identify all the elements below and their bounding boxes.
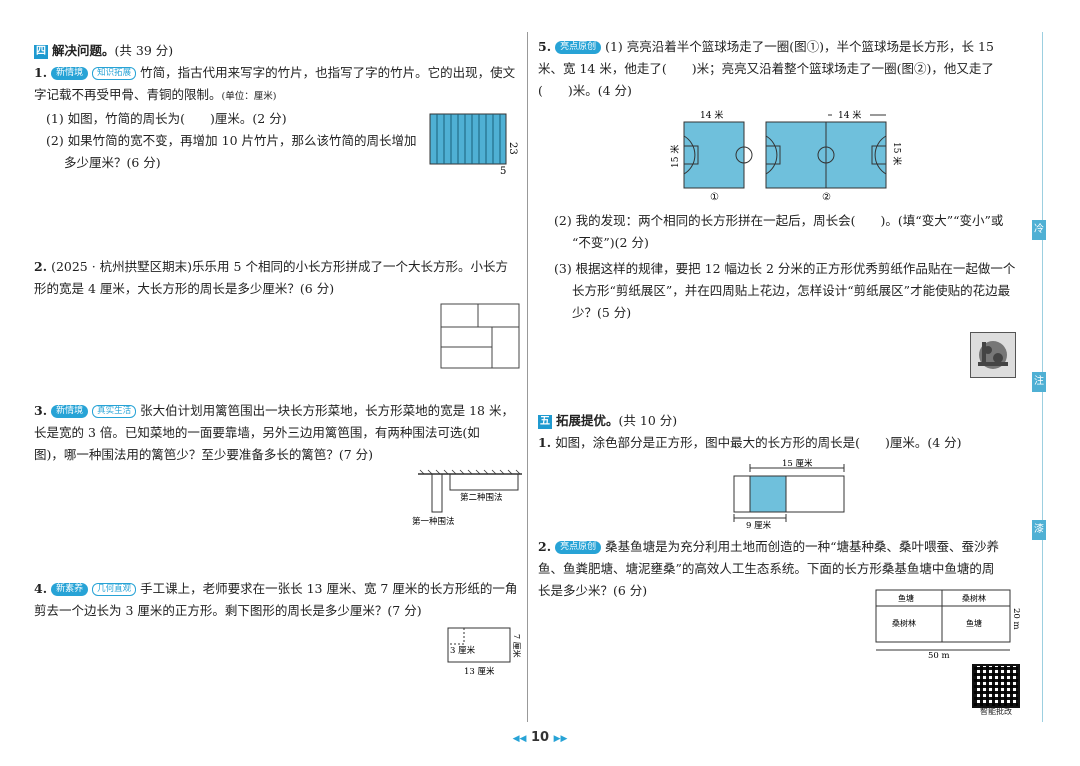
court2-top-label: 14 米 — [838, 109, 861, 121]
question-4: 4.新素养几何直观手工课上，老师要求在一张长 13 厘米、宽 7 厘米的长方形纸… — [34, 578, 524, 622]
qr-code[interactable] — [972, 664, 1020, 708]
q1-unit: (单位：厘米) — [221, 91, 277, 102]
cut-corner-figure: 3 厘米 13 厘米 7 厘米 — [447, 627, 522, 677]
section-4-title: 解决问题。 — [52, 43, 115, 58]
q3-text-c: 图)，哪一种围法用的篱笆少？至少要准备多长的篱笆？(7 分) — [34, 447, 374, 462]
q3-number: 3. — [34, 403, 48, 418]
pond-cell-3: 桑树林 — [892, 618, 916, 628]
pond-cell-1: 鱼塘 — [898, 593, 914, 603]
basketball-courts-figure: 14 米 15 米 ① 14 米 15 米 ② — [670, 109, 903, 203]
page-number-bar: ◀◀ 10 ▶▶ — [490, 730, 590, 745]
pond-cell-4: 鱼塘 — [966, 618, 982, 628]
e2-text-a: 桑基鱼塘是为充分利用土地而创造的一种“塘基种桑、桑叶喂蚕、蚕沙养 — [605, 539, 999, 554]
q5-sub3b: 长方形“剪纸展区”，并在四周贴上花边，怎样设计“剪纸展区”才能使贴的花边最 — [572, 283, 1011, 298]
q4-tag2: 几何直观 — [92, 583, 137, 596]
q5-text-c: ( )米。(4 分) — [538, 83, 632, 98]
fish-pond-figure: 鱼塘 桑树林 桑树林 鱼塘 20 m 50 m — [875, 589, 1021, 660]
half-court — [683, 121, 745, 189]
q4-number: 4. — [34, 581, 48, 596]
court1-top-label: 14 米 — [700, 109, 723, 121]
question-1: 1.新情境知识拓展竹简，指古代用来写字的竹片，也指写了字的竹片。它的出现，使文 … — [34, 62, 524, 174]
cut-width-label: 7 厘米 — [512, 634, 522, 658]
q5-sub2a: (2) 我的发现：两个相同的长方形拼在一起后，周长会( )。(填“变大”“变小”… — [554, 213, 1004, 228]
e1-text: 如图，涂色部分是正方形，图中最大的长方形的周长是( )厘米。(4 分) — [555, 435, 962, 450]
e2-tag: 亮点原创 — [555, 541, 602, 554]
bamboo-slip-lines — [436, 114, 501, 164]
q2-number: 2. — [34, 259, 48, 274]
bamboo-slip-figure: 23 5 — [429, 113, 518, 176]
q5-text-a: (1) 亮亮沿着半个篮球场走了一圈(图①)，半个篮球场是长方形，长 15 — [605, 39, 994, 54]
cut-square-label: 3 厘米 — [450, 645, 476, 656]
q4-tag: 新素养 — [51, 583, 89, 596]
square-rectangle-figure: 15 厘米 9 厘米 — [733, 458, 845, 530]
fence-label-1: 第一种围法 — [412, 516, 455, 527]
q1-text-b: 字记载不再受甲骨、青铜的限制。 — [34, 87, 222, 102]
e2-text-b: 鱼、鱼粪肥塘、塘泥壅桑”的高效人工生态系统。下面的长方形桑基鱼塘中鱼塘的周 — [538, 561, 995, 576]
pond-width-label: 20 m — [1011, 608, 1021, 630]
section-5-title: 拓展提优。 — [556, 413, 619, 428]
cut-length-label: 13 厘米 — [464, 666, 495, 677]
e1-label-9: 9 厘米 — [746, 520, 772, 530]
q2-text-b: 形的宽是 4 厘米，大长方形的周长是多少厘米？(6 分) — [34, 281, 335, 296]
q5-sub2-3: (2) 我的发现：两个相同的长方形拼在一起后，周长会( )。(填“变大”“变小”… — [554, 210, 1028, 324]
q1-sub1: (1) 如图，竹简的周长为( )厘米。(2 分) — [46, 111, 287, 126]
court1-side-label: 15 米 — [670, 145, 681, 168]
q4-text-a: 手工课上，老师要求在一张长 13 厘米、宽 7 厘米的长方形纸的一角 — [140, 581, 518, 596]
bamboo-height-label: 23 — [507, 142, 518, 155]
fence-figure: 第二种围法 第一种围法 — [412, 469, 522, 527]
q5-text-b: 米、宽 14 米，他走了( )米；亮亮又沿着整个篮球场走了一圈(图②)，他又走了 — [538, 61, 994, 76]
five-rectangles-figure — [440, 303, 520, 369]
e1-label-15: 15 厘米 — [782, 458, 813, 469]
next-arrows-icon: ▶▶ — [553, 734, 568, 744]
court1-number: ① — [710, 192, 719, 203]
q1-number: 1. — [34, 65, 48, 80]
extension-1: 1.如图，涂色部分是正方形，图中最大的长方形的周长是( )厘米。(4 分) — [538, 432, 1028, 454]
bamboo-width-label: 5 — [500, 166, 506, 176]
q1-text-a: 竹简，指古代用来写字的竹片，也指写了字的竹片。它的出现，使文 — [140, 65, 516, 80]
e1-number: 1. — [538, 435, 552, 450]
prev-arrows-icon: ◀◀ — [512, 734, 527, 744]
e2-text-c: 长是多少米？(6 分) — [538, 583, 648, 598]
section-4-score: (共 39 分) — [114, 43, 174, 58]
q4-text-b: 剪去一个边长为 3 厘米的正方形。剩下图形的周长是多少厘米？(7 分) — [34, 603, 422, 618]
q1-tag2: 知识拓展 — [92, 67, 137, 80]
edge-tab-3: 漆 — [1032, 520, 1046, 540]
bamboo-slip-rect — [429, 113, 507, 165]
section-5-heading: 五拓展提优。(共 10 分) — [538, 410, 677, 429]
section-4-heading: 四解决问题。(共 39 分) — [34, 40, 173, 59]
edge-tab-2: 注 — [1032, 372, 1046, 392]
court2-number: ② — [822, 192, 831, 203]
question-2: 2.(2025 · 杭州拱墅区期末)乐乐用 5 个相同的小长方形拼成了一个大长方… — [34, 256, 524, 300]
q1-tag: 新情境 — [51, 67, 89, 80]
q3-text-b: 长是宽的 3 倍。已知菜地的一面要靠墙，另外三边用篱笆围，有两种围法可选(如 — [34, 425, 480, 440]
q5-number: 5. — [538, 39, 552, 54]
column-divider — [527, 32, 528, 722]
q5-sub2b: “不变”)(2 分) — [572, 235, 649, 250]
q5-tag: 亮点原创 — [555, 41, 602, 54]
question-5: 5.亮点原创(1) 亮亮沿着半个篮球场走了一圈(图①)，半个篮球场是长方形，长 … — [538, 36, 1028, 102]
q3-tag: 新情境 — [51, 405, 89, 418]
q5-sub3a: (3) 根据这样的规律，要把 12 幅边长 2 分米的正方形优秀剪纸作品贴在一起… — [554, 261, 1016, 276]
question-3: 3.新情境真实生活张大伯计划用篱笆围出一块长方形菜地，长方形菜地的宽是 18 米… — [34, 400, 524, 466]
q5-sub3c: 少？(5 分) — [572, 305, 632, 320]
q1-sub2b: 多少厘米？(6 分) — [64, 155, 161, 170]
pond-length-label: 50 m — [928, 651, 950, 660]
q3-text-a: 张大伯计划用篱笆围出一块长方形菜地，长方形菜地的宽是 18 米， — [140, 403, 514, 418]
qr-label: 智能批改 — [980, 707, 1012, 716]
pond-cell-2: 桑树林 — [962, 593, 986, 603]
extension-2: 2.亮点原创桑基鱼塘是为充分利用土地而创造的一种“塘基种桑、桑叶喂蚕、蚕沙养 鱼… — [538, 536, 1028, 602]
q3-tag2: 真实生活 — [92, 405, 137, 418]
section-5-score: (共 10 分) — [618, 413, 678, 428]
dragon-papercut-image — [970, 332, 1016, 378]
q1-sub2a: (2) 如果竹简的宽不变，再增加 10 片竹片，那么该竹简的周长增加 — [46, 133, 417, 148]
e2-number: 2. — [538, 539, 552, 554]
section-4-number: 四 — [34, 44, 48, 59]
q2-text-a: (2025 · 杭州拱墅区期末)乐乐用 5 个相同的小长方形拼成了一个大长方形。… — [51, 259, 508, 274]
page-number: 10 — [530, 730, 550, 745]
court2-side-label: 15 米 — [891, 142, 903, 165]
section-5-number: 五 — [538, 414, 552, 429]
fence-label-2: 第二种围法 — [460, 492, 503, 503]
edge-tab-1: 冷 — [1032, 220, 1046, 240]
